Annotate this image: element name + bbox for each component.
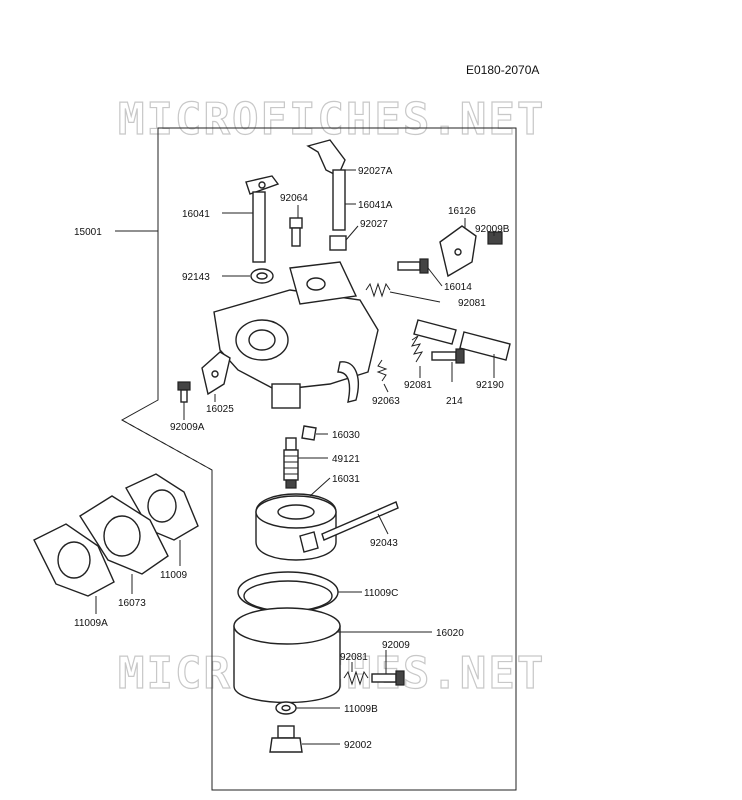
label-16014: 16014 — [444, 282, 472, 293]
leader-92081-top — [389, 291, 441, 303]
screw-16014 — [397, 258, 429, 274]
tube-92190 — [413, 319, 511, 361]
washer-11009B — [275, 701, 297, 715]
pin-92043 — [321, 501, 399, 541]
screw-92063 — [376, 359, 388, 382]
label-92009A: 92009A — [170, 422, 205, 433]
label-92043: 92043 — [370, 538, 398, 549]
label-92064: 92064 — [280, 193, 308, 204]
label-11009: 11009 — [160, 570, 188, 581]
throttle-shaft-16041 — [245, 175, 280, 263]
label-92027A: 92027A — [358, 166, 393, 177]
bowl-16020 — [233, 607, 341, 704]
carburetor-body — [213, 261, 379, 409]
label-16030: 16030 — [332, 430, 360, 441]
leader-92043 — [377, 513, 389, 535]
watermark-top: MICROFICHES.NET — [118, 94, 545, 145]
label-92190: 92190 — [476, 380, 504, 391]
leader-16031 — [309, 477, 331, 497]
leader-16014 — [427, 267, 443, 287]
label-92081-top: 92081 — [458, 298, 486, 309]
float-16031 — [255, 493, 337, 561]
label-92002: 92002 — [344, 740, 372, 751]
assembly-frame — [120, 127, 517, 791]
label-16041: 16041 — [182, 209, 210, 220]
gasket-link-line — [121, 419, 213, 471]
screw-92009 — [371, 670, 405, 686]
leader-92027 — [345, 225, 359, 241]
drawing-code: E0180-2070A — [466, 63, 539, 77]
insulator-16073 — [79, 495, 169, 575]
label-16025: 16025 — [206, 404, 234, 415]
gasket-11009A — [33, 523, 115, 597]
label-92009B: 92009B — [475, 224, 510, 235]
label-11009B: 11009B — [344, 704, 378, 715]
label-49121: 49121 — [332, 454, 360, 465]
label-16126: 16126 — [448, 206, 476, 217]
screw-92064 — [289, 217, 303, 247]
label-11009A: 11009A — [74, 618, 108, 629]
screw-92009B — [487, 231, 503, 245]
spring-92081-low — [343, 670, 369, 686]
label-92081-low: 92081 — [340, 652, 368, 663]
gasket-11009 — [125, 473, 199, 541]
label-92063: 92063 — [372, 396, 400, 407]
label-92027: 92027 — [360, 219, 388, 230]
label-214: 214 — [446, 396, 463, 407]
label-15001: 15001 — [74, 227, 102, 238]
screw-92009A — [177, 381, 191, 403]
spring-92081-mid — [410, 335, 424, 363]
label-11009C: 11009C — [364, 588, 398, 599]
screw-214 — [431, 348, 465, 364]
pin-16030 — [301, 425, 317, 441]
label-16020: 16020 — [436, 628, 464, 639]
label-16073: 16073 — [118, 598, 146, 609]
ring-11009C — [237, 571, 339, 613]
plate-16025 — [201, 351, 231, 396]
label-92081-mid: 92081 — [404, 380, 432, 391]
seal-92143 — [250, 268, 274, 284]
bolt-92002 — [269, 725, 303, 753]
spring-92081-top — [365, 282, 391, 298]
label-16041A: 16041A — [358, 200, 393, 211]
choke-shaft-16041A — [306, 139, 347, 251]
needle-49121 — [283, 437, 299, 489]
label-16031: 16031 — [332, 474, 360, 485]
leader-92063 — [383, 383, 389, 393]
plate-16126 — [439, 225, 477, 278]
label-92009: 92009 — [382, 640, 410, 651]
label-92143: 92143 — [182, 272, 210, 283]
